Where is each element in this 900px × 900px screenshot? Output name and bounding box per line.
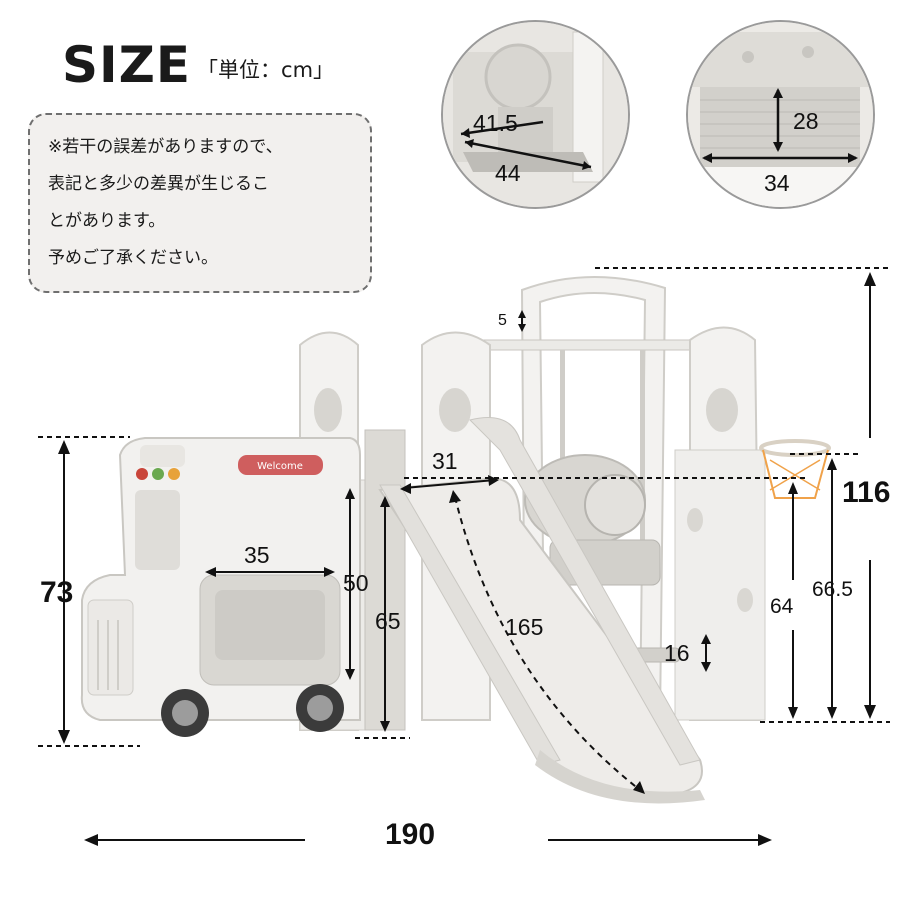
dim-slide-width: 31 — [432, 448, 458, 474]
dim-truck-height: 73 — [40, 576, 74, 609]
note-line: ※若干の誤差がありますので、 — [48, 137, 283, 157]
dim-truck-inner-width: 35 — [244, 542, 270, 568]
title-text: SIZE — [62, 36, 192, 94]
step-detail-drawing — [688, 22, 873, 207]
welcome-sign — [238, 455, 323, 475]
dim-seat-depth: 44 — [495, 160, 521, 186]
zoom-detail-step: 28 34 — [686, 20, 875, 209]
dim-truck-inner-height: 50 — [343, 570, 369, 596]
dim-step-width: 34 — [764, 170, 790, 196]
dim-total-width: 190 — [385, 818, 436, 851]
welcome-sign-text: Welcome — [257, 461, 303, 472]
dim-swing-seat-height: 64 — [770, 595, 794, 618]
disclaimer-note: ※若干の誤差がありますので、 表記と多少の差異が生じるこ とがあります。 予めご… — [28, 113, 372, 293]
slide — [378, 417, 705, 804]
note-line: 表記と多少の差異が生じるこ — [48, 174, 269, 194]
size-title: SIZE 「単位：cm」 — [62, 40, 334, 90]
truck: Welcome — [80, 437, 361, 737]
dim-hoop-height: 66.5 — [812, 578, 853, 601]
dim-platform-height: 65 — [375, 608, 401, 634]
dim-total-height: 116 — [842, 476, 891, 509]
dimension-arrowheads — [58, 272, 876, 846]
dim-swing-ground: 16 — [664, 640, 690, 666]
dimension-lines — [38, 267, 890, 841]
dim-seat-width: 41.5 — [473, 110, 518, 136]
unit-text: 「単位：cm」 — [197, 58, 335, 82]
dim-slide-length: 165 — [505, 614, 544, 640]
dim-step-height: 28 — [793, 108, 819, 134]
note-line: 予めご了承ください。 — [48, 248, 218, 268]
note-line: とがあります。 — [48, 211, 166, 231]
dim-swing-bar: 5 — [498, 312, 507, 329]
seat-detail-drawing — [443, 22, 628, 207]
zoom-detail-seat: 41.5 44 — [441, 20, 630, 209]
